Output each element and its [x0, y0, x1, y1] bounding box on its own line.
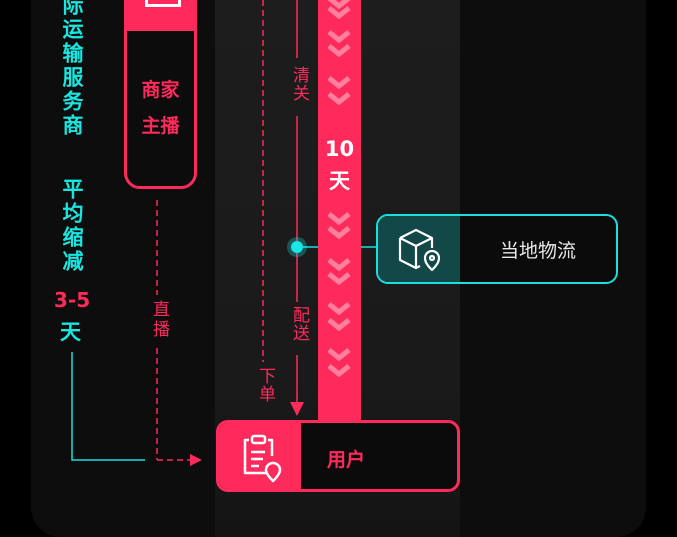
delivery-label: 配送	[289, 306, 309, 342]
reduce-range: 3-5	[54, 288, 91, 312]
reduce-text: 平均缩减	[60, 178, 84, 274]
user-icon-area	[219, 423, 301, 489]
node-dot	[291, 241, 303, 253]
duration-value: 10	[324, 137, 355, 161]
merchant-label: 商家	[141, 79, 180, 101]
merchant-icon	[145, 0, 181, 7]
reduce-unit: 天	[60, 320, 81, 344]
provider-text: 际运输服务商	[60, 0, 84, 138]
duration-band: 10 天	[318, 0, 361, 422]
streamer-label: 主播	[141, 115, 180, 137]
order-label: 下单	[255, 367, 275, 403]
merchant-box: 商家 主播	[124, 0, 197, 189]
package-location-icon	[398, 228, 441, 272]
user-label: 用户	[327, 449, 366, 471]
clipboard-location-icon	[243, 434, 282, 483]
local-logistics-box: 当地物流	[376, 214, 618, 284]
merchant-header	[127, 0, 194, 31]
local-logistics-icon-area	[378, 216, 460, 282]
duration-unit: 天	[329, 169, 350, 193]
user-box: 用户	[216, 420, 460, 492]
chevron-arrows-icon	[327, 0, 351, 378]
local-logistics-label: 当地物流	[499, 240, 576, 262]
livestream-label: 直播	[149, 300, 169, 340]
customs-label: 清关	[289, 66, 309, 102]
